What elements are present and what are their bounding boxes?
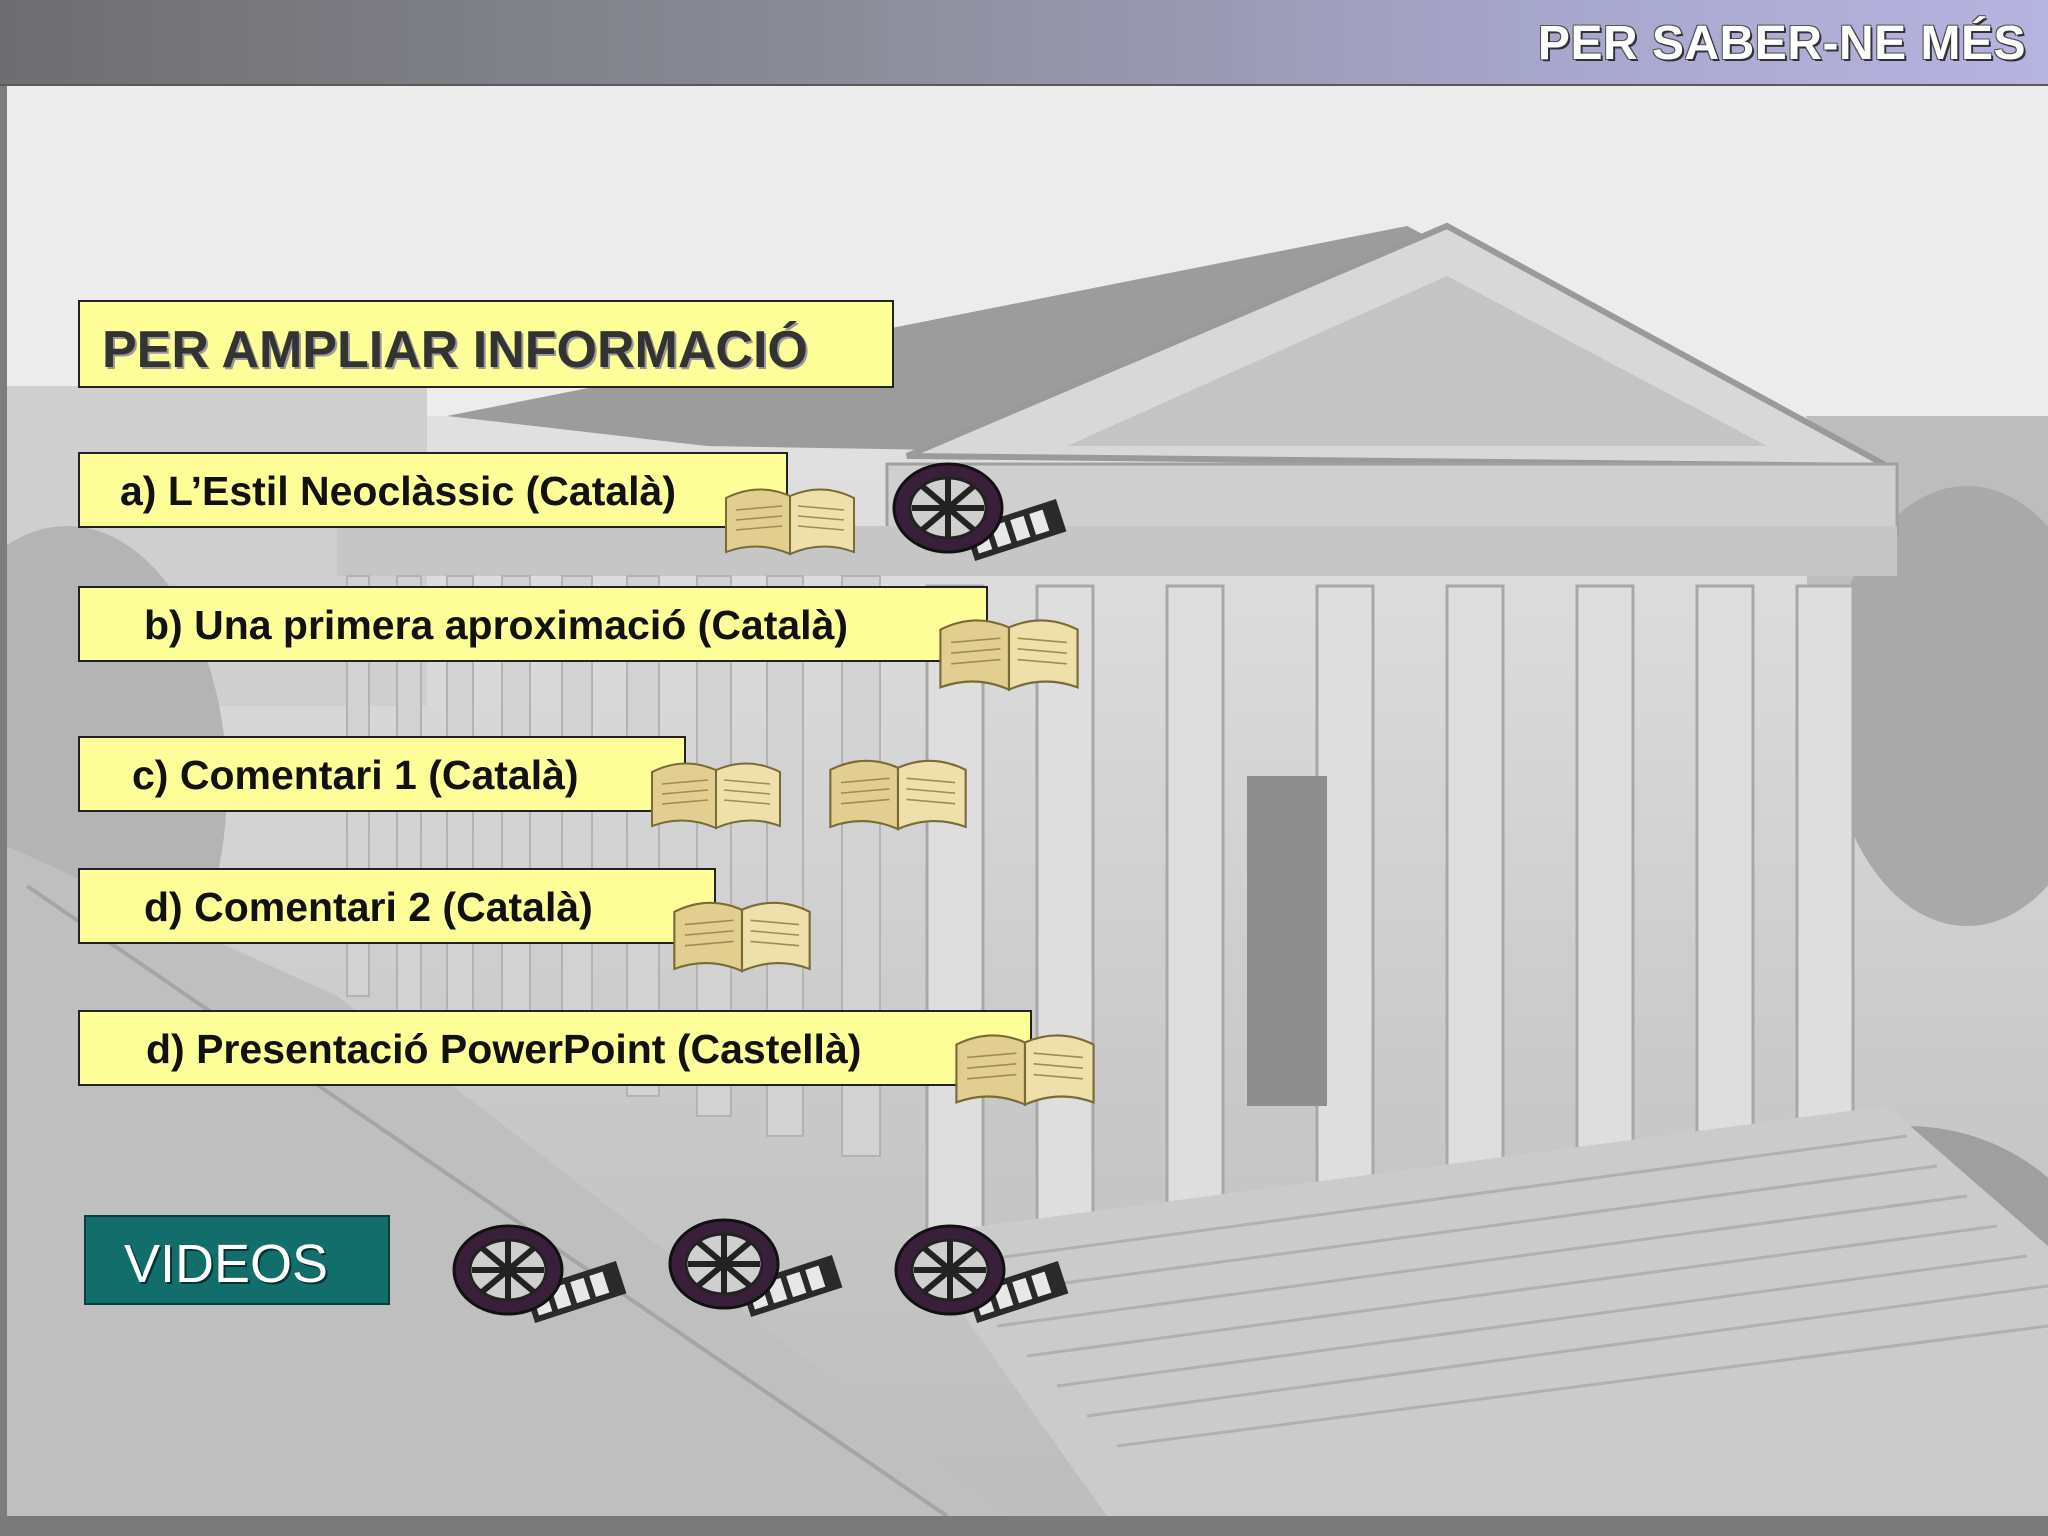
- open-book-icon[interactable]: [720, 478, 860, 558]
- background-photo: [7, 86, 2048, 1516]
- open-book-icon[interactable]: [824, 748, 972, 834]
- videos-section-label: VIDEOS: [84, 1215, 390, 1305]
- film-reel-icon[interactable]: [666, 1216, 846, 1322]
- open-book-icon[interactable]: [950, 1022, 1100, 1110]
- link-label: d) Presentació PowerPoint (Castellà): [146, 1026, 862, 1072]
- bottom-bar: [0, 1516, 2048, 1536]
- film-reel-icon[interactable]: [890, 460, 1070, 566]
- open-book-icon[interactable]: [934, 608, 1084, 694]
- link-label: d) Comentari 2 (Català): [144, 884, 593, 930]
- film-reel-icon[interactable]: [892, 1222, 1072, 1328]
- title-bar: PER SABER-NE MÉS: [0, 0, 2048, 86]
- link-comentari-1[interactable]: c) Comentari 1 (Català): [78, 736, 686, 812]
- open-book-icon[interactable]: [646, 750, 786, 834]
- link-label: c) Comentari 1 (Català): [132, 752, 579, 798]
- link-label: b) Una primera aproximació (Català): [144, 602, 849, 648]
- slide-title: PER SABER-NE MÉS: [1537, 17, 2026, 70]
- film-reel-icon[interactable]: [450, 1222, 630, 1328]
- link-comentari-2[interactable]: d) Comentari 2 (Català): [78, 868, 716, 944]
- link-primera-aproximacio[interactable]: b) Una primera aproximació (Català): [78, 586, 988, 662]
- open-book-icon[interactable]: [668, 890, 816, 976]
- section-heading: PER AMPLIAR INFORMACIÓ: [78, 300, 894, 388]
- link-label: a) L’Estil Neoclàssic (Català): [120, 468, 677, 514]
- section-heading-text: PER AMPLIAR INFORMACIÓ: [102, 321, 808, 379]
- videos-label: VIDEOS: [124, 1234, 329, 1294]
- link-estil-neoclassic[interactable]: a) L’Estil Neoclàssic (Català): [78, 452, 788, 528]
- link-presentacio-powerpoint[interactable]: d) Presentació PowerPoint (Castellà): [78, 1010, 1032, 1086]
